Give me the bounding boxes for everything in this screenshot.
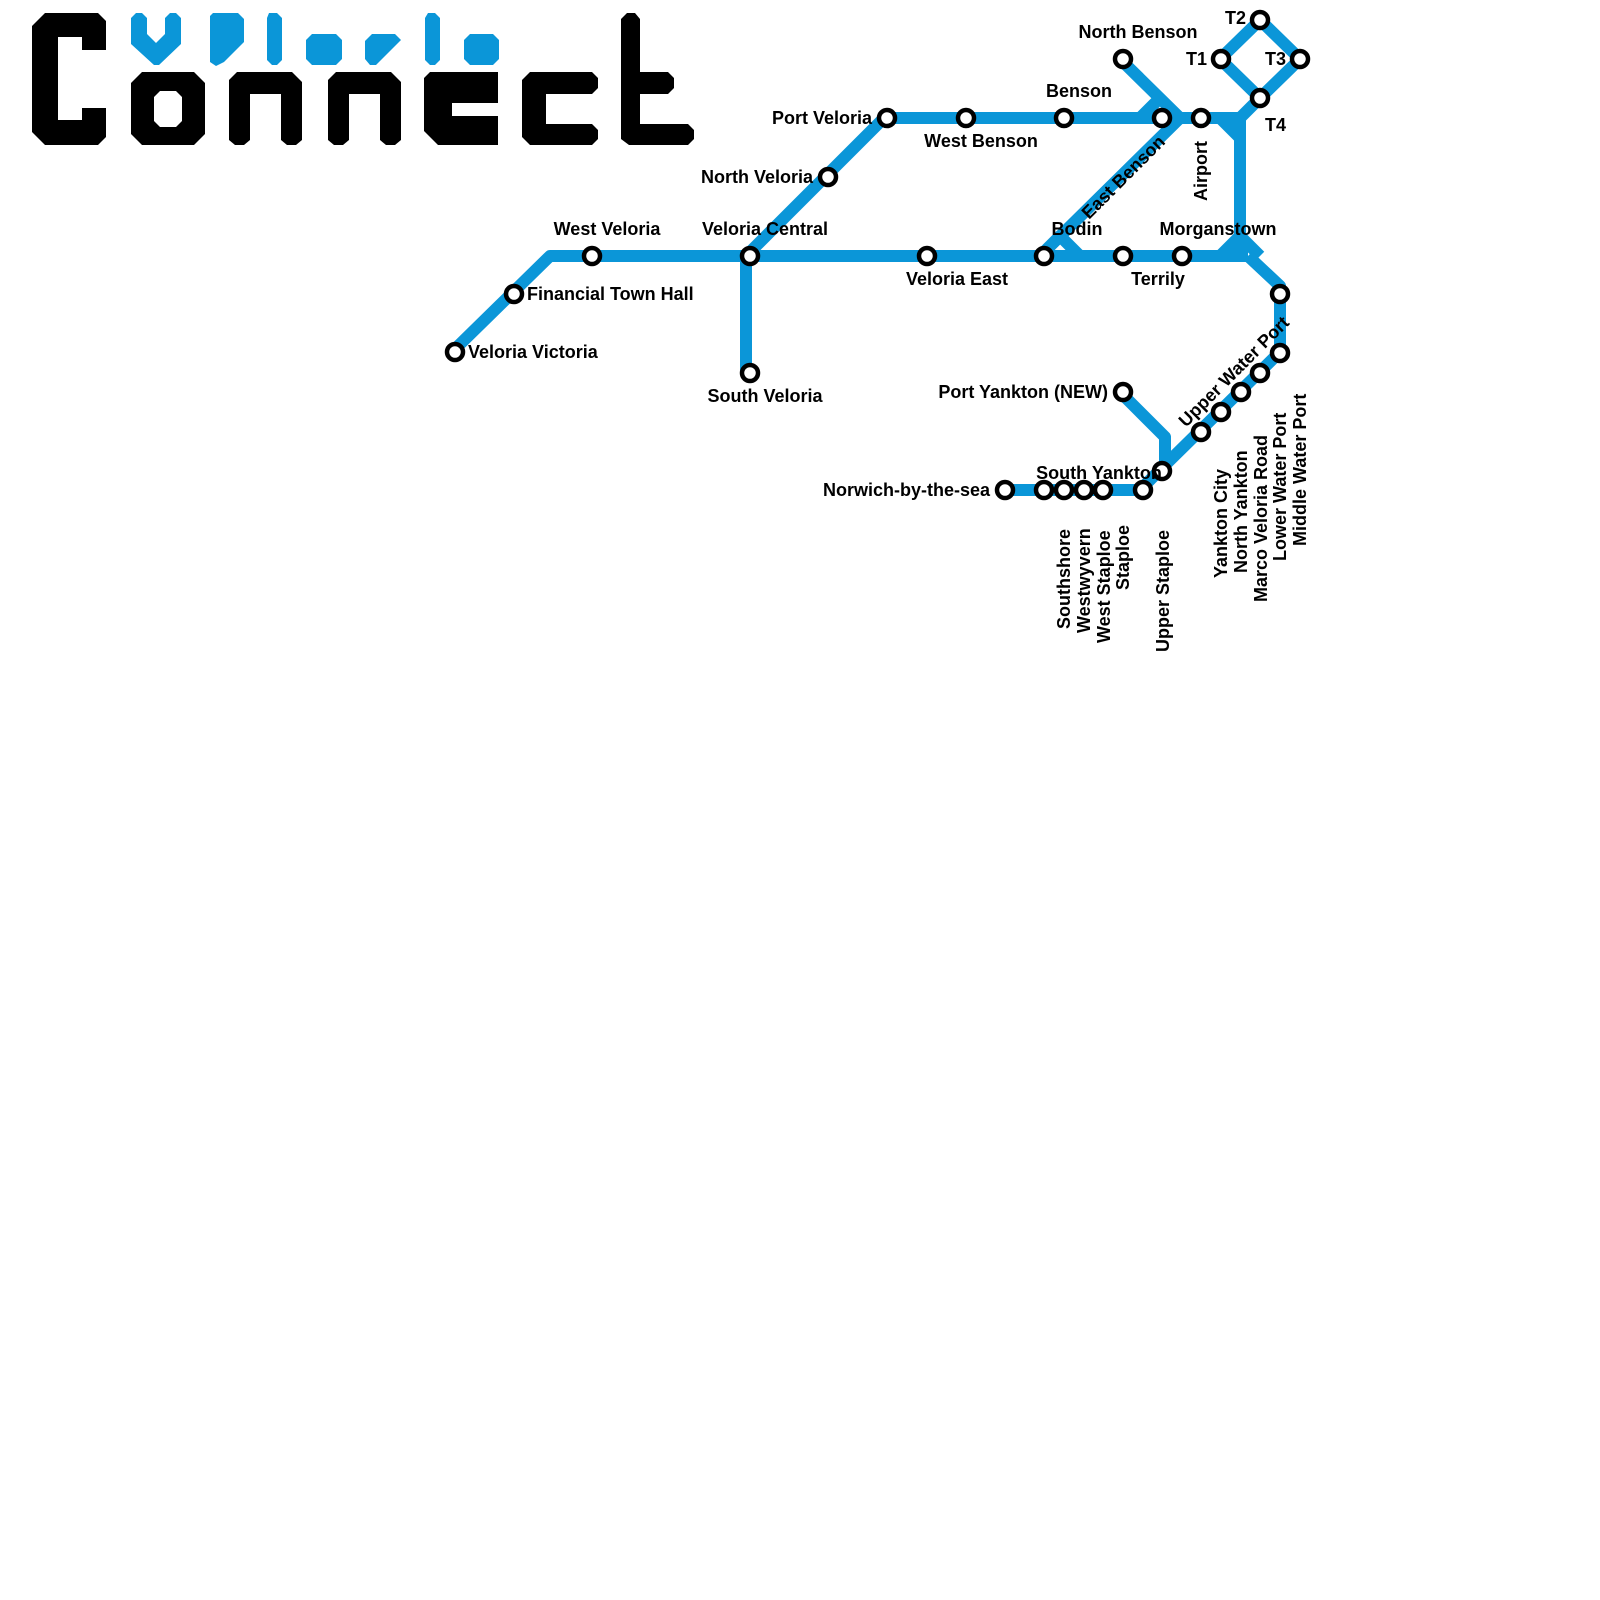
station-marker-norwich-by-the-sea[interactable] (994, 479, 1016, 501)
label-airport: Airport (1191, 141, 1211, 201)
logo-accent-v (131, 13, 181, 65)
label-west-veloria: West Veloria (554, 219, 662, 239)
label-port-yankton-new: Port Yankton (NEW) (938, 382, 1108, 402)
station-marker-airport[interactable] (1190, 107, 1212, 129)
station-marker-north-veloria[interactable] (817, 166, 839, 188)
label-staploe: Staploe (1113, 525, 1133, 590)
logo-accent-e (210, 13, 244, 66)
label-yankton-city: Yankton City (1211, 469, 1231, 578)
station-marker-marco-veloria-road[interactable] (1230, 381, 1252, 403)
station-marker-t4[interactable] (1249, 87, 1271, 109)
line-segment-morganstown-flare (1215, 230, 1265, 261)
station-marker-terrily[interactable] (1112, 245, 1134, 267)
label-t4: T4 (1265, 115, 1286, 135)
station-marker-port-yankton-new[interactable] (1112, 381, 1134, 403)
label-t2: T2 (1225, 8, 1246, 28)
line-segment-benson-branch (1135, 93, 1165, 123)
station-marker-morganstown[interactable] (1171, 245, 1193, 267)
label-financial-town-hall: Financial Town Hall (527, 284, 694, 304)
logo-accent-l (267, 13, 282, 65)
logo-letter-e (424, 72, 498, 145)
station-marker-financial-town-hall[interactable] (503, 283, 525, 305)
logo (32, 13, 694, 145)
station-marker-t2[interactable] (1249, 9, 1271, 31)
label-norwich-by-the-sea: Norwich-by-the-sea (823, 480, 991, 500)
logo-accent-i (425, 13, 440, 65)
station-marker-veloria-east[interactable] (916, 245, 938, 267)
station-marker-west-benson[interactable] (955, 107, 977, 129)
station-marker-south-veloria[interactable] (739, 362, 761, 384)
line-segment-airport-junction (1215, 113, 1245, 143)
label-southshore: Southshore (1054, 529, 1074, 629)
logo-letter-c (32, 13, 106, 145)
label-north-veloria: North Veloria (701, 167, 814, 187)
label-south-veloria: South Veloria (707, 386, 823, 406)
stations (444, 9, 1311, 501)
station-marker-benson[interactable] (1053, 107, 1075, 129)
label-marco-veloria-road: Marco Veloria Road (1251, 435, 1271, 602)
label-veloria-east: Veloria East (906, 269, 1008, 289)
logo-accent-a (464, 34, 499, 65)
label-middle-water-port: Middle Water Port (1290, 394, 1310, 546)
station-marker-t1[interactable] (1210, 48, 1232, 70)
label-west-benson: West Benson (924, 131, 1038, 151)
label-bodin: Bodin (1052, 219, 1103, 239)
label-north-yankton: North Yankton (1231, 450, 1251, 573)
label-west-staploe: West Staploe (1094, 530, 1114, 643)
station-marker-veloria-central[interactable] (739, 245, 761, 267)
station-marker-veloria-victoria[interactable] (444, 341, 466, 363)
logo-letter-o (131, 72, 205, 145)
station-marker-yankton-city[interactable] (1190, 421, 1212, 443)
logo-accent-o (306, 34, 342, 65)
logo-accent-r (365, 34, 401, 65)
logo-letter-n-2 (328, 72, 401, 145)
label-morganstown: Morganstown (1160, 219, 1277, 239)
label-south-yankton: South Yankton (1036, 463, 1162, 483)
line-segment-port-yankton (1115, 387, 1171, 462)
station-marker-upper-staploe[interactable] (1132, 479, 1154, 501)
station-marker-bodin[interactable] (1033, 245, 1055, 267)
logo-letter-c-small (522, 72, 598, 145)
station-marker-west-staploe[interactable] (1073, 479, 1095, 501)
station-marker-middle-water-port[interactable] (1269, 342, 1291, 364)
station-marker-lower-water-port[interactable] (1249, 362, 1271, 384)
station-marker-southshore[interactable] (1033, 479, 1055, 501)
label-upper-staploe: Upper Staploe (1153, 530, 1173, 652)
label-benson: Benson (1046, 81, 1112, 101)
label-veloria-victoria: Veloria Victoria (468, 342, 599, 362)
station-marker-t3[interactable] (1289, 48, 1311, 70)
station-marker-port-veloria[interactable] (876, 107, 898, 129)
station-labels: Veloria Victoria Financial Town Hall Wes… (468, 8, 1310, 652)
station-marker-north-benson[interactable] (1112, 48, 1134, 70)
line-segment-west (447, 250, 1248, 357)
logo-letter-t (621, 13, 694, 145)
label-lower-water-port: Lower Water Port (1270, 413, 1290, 561)
station-marker-staploe[interactable] (1092, 479, 1114, 501)
label-t1: T1 (1186, 49, 1207, 69)
logo-letter-n-1 (229, 72, 302, 145)
station-marker-north-yankton[interactable] (1210, 401, 1232, 423)
label-veloria-central: Veloria Central (702, 219, 828, 239)
station-marker-south-yankton[interactable] (1151, 460, 1173, 482)
station-marker-west-veloria[interactable] (581, 245, 603, 267)
line-segment-north-benson (1035, 54, 1186, 261)
label-terrily: Terrily (1131, 269, 1185, 289)
label-north-benson: North Benson (1079, 22, 1198, 42)
label-east-benson: East Benson (1078, 132, 1169, 223)
station-marker-westwyvern[interactable] (1053, 479, 1075, 501)
label-port-veloria: Port Veloria (772, 108, 873, 128)
label-westwyvern: Westwyvern (1074, 528, 1094, 633)
station-marker-east-benson[interactable] (1151, 107, 1173, 129)
station-marker-upper-water-port[interactable] (1269, 283, 1291, 305)
label-t3: T3 (1265, 49, 1286, 69)
